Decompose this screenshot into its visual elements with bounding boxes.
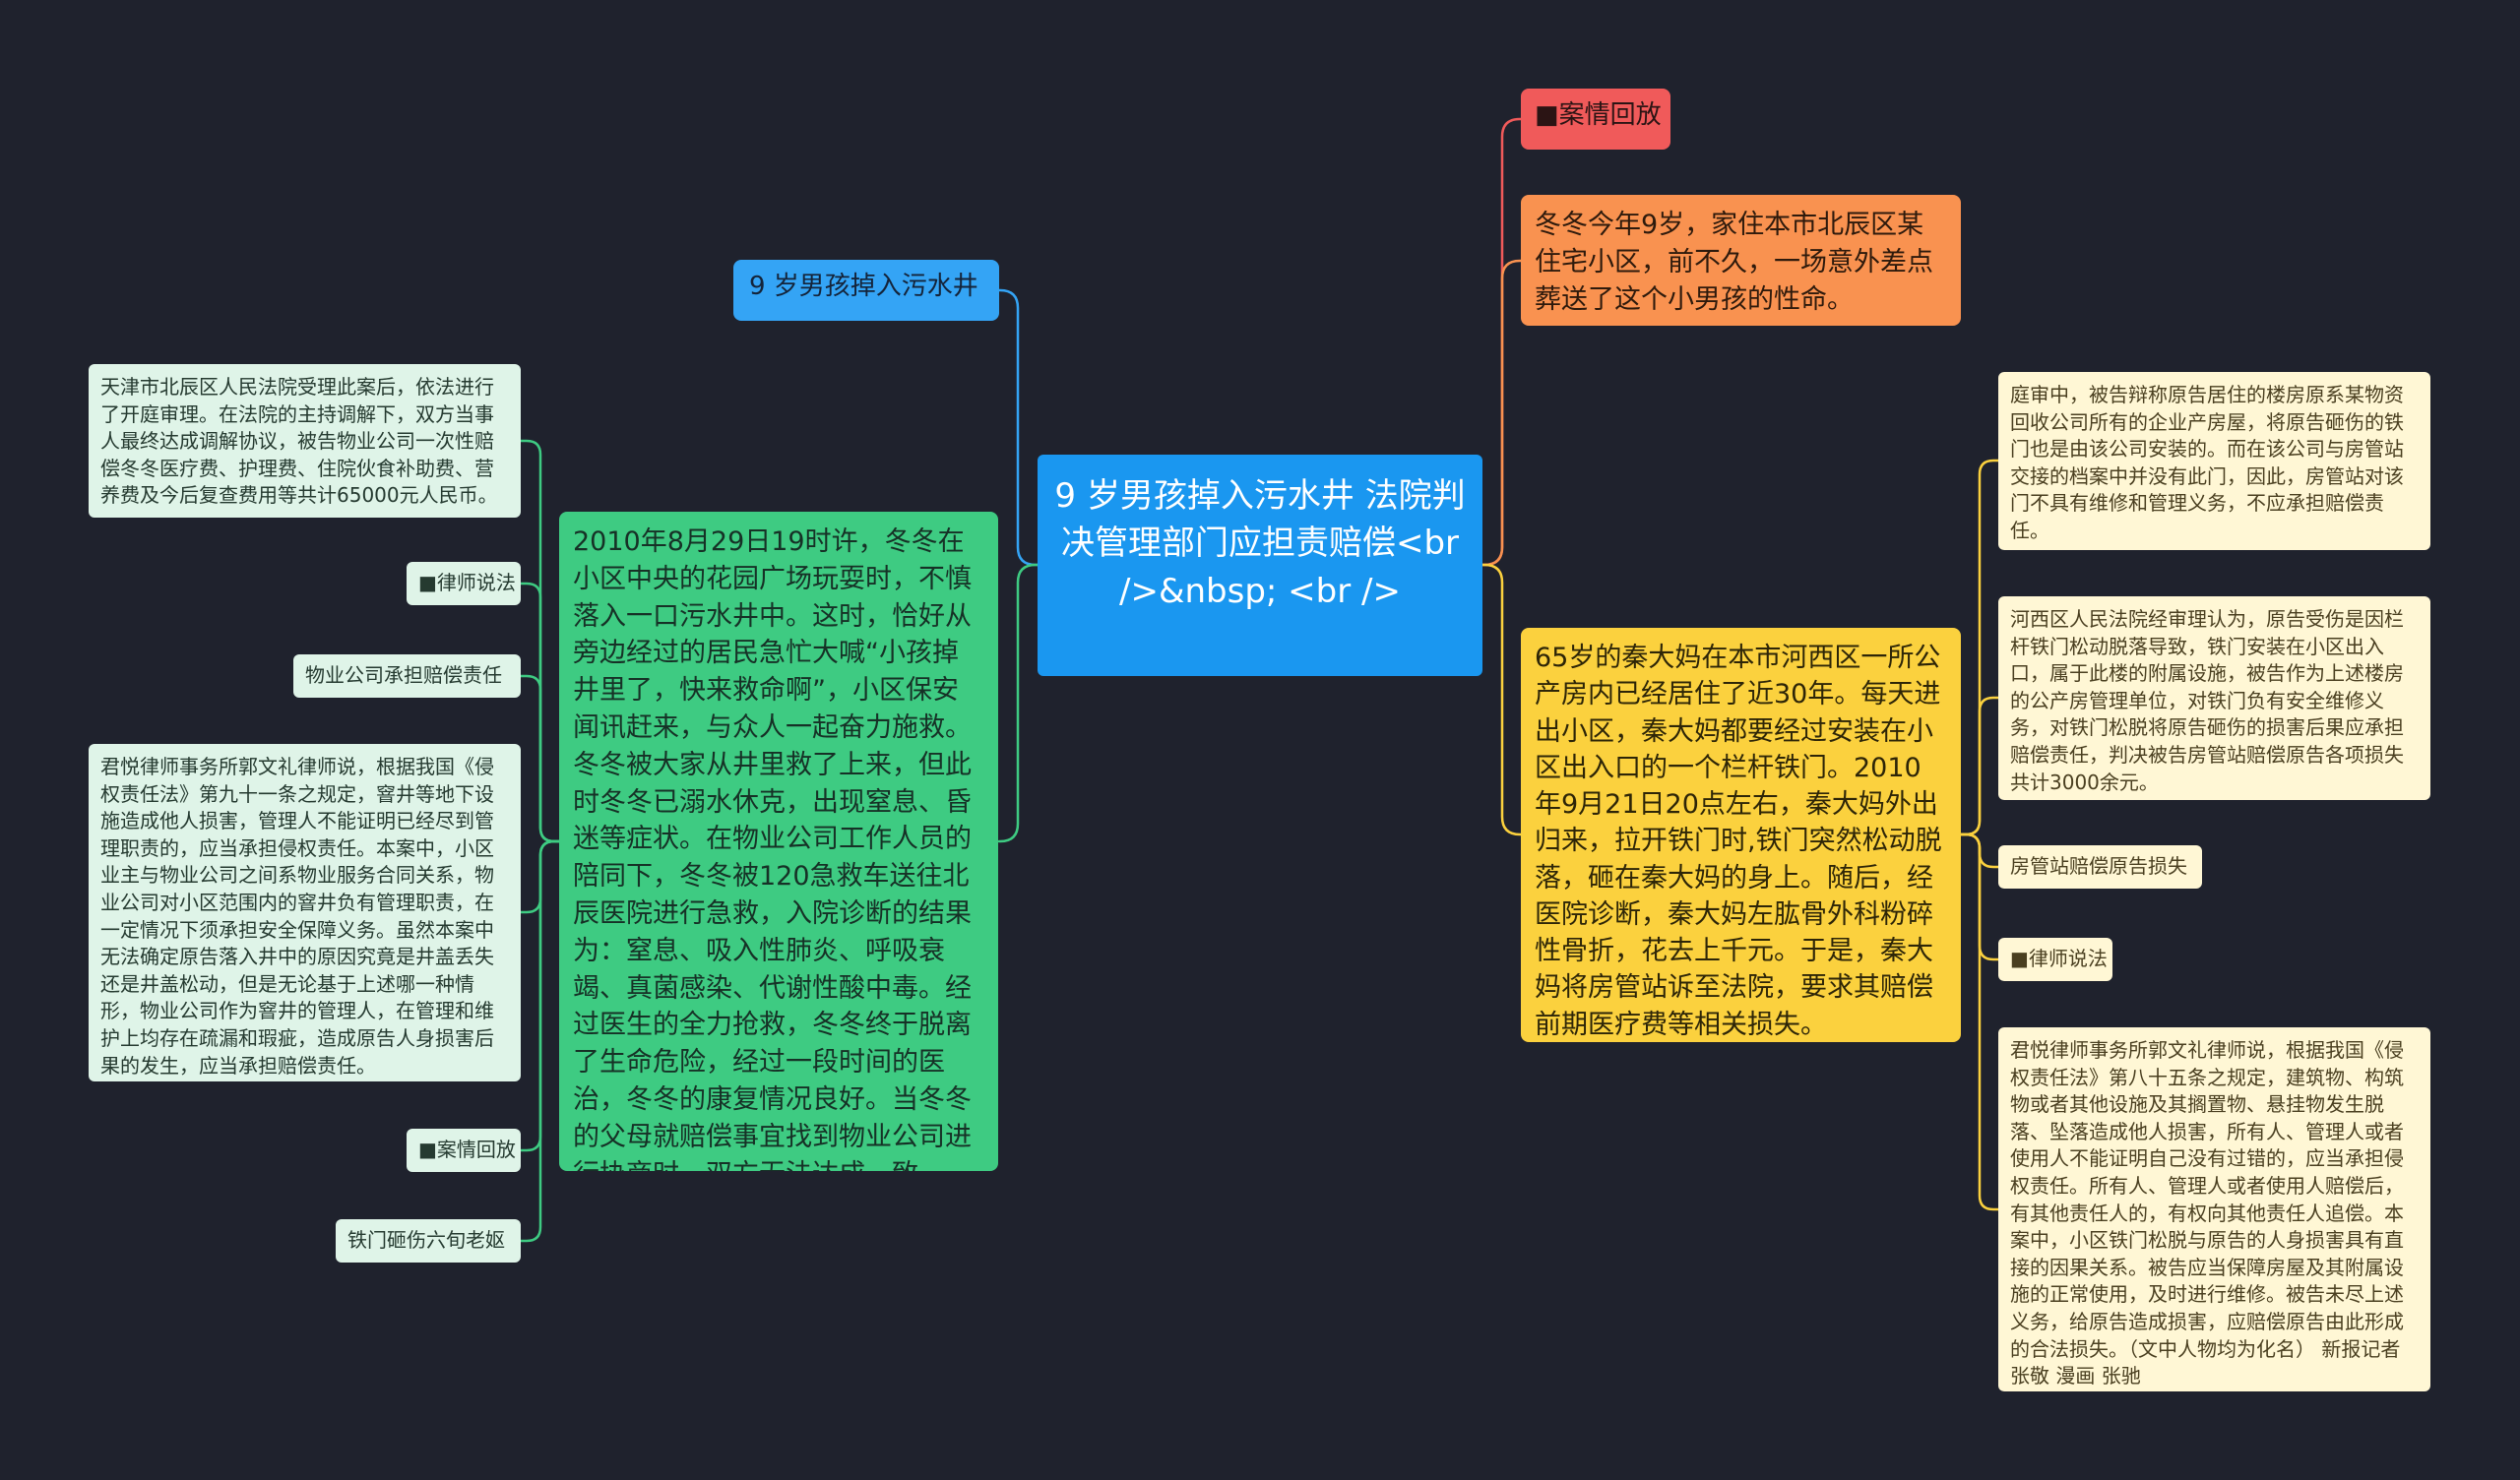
court-note-right[interactable]: 河西区人民法院经审理认为，原告受伤是因栏杆铁门松动脱落导致，铁门安装在小区出入口… (1998, 596, 2430, 800)
gate-injury-tag-left[interactable]: 铁门砸伤六旬老妪 (336, 1219, 521, 1263)
lawyer-text-right[interactable]: 君悦律师事务所郭文礼律师说，根据我国《侵权责任法》第八十五条之规定，建筑物、构筑… (1998, 1027, 2430, 1391)
link-story-liability-tag (519, 674, 561, 843)
link-central-dongdong (1480, 259, 1523, 567)
lawyer-tag-left[interactable]: ■律师说法 (407, 562, 521, 605)
court-note-left[interactable]: 天津市北辰区人民法院受理此案后，依法进行了开庭审理。在法院的主持调解下，双方当事… (89, 364, 521, 518)
central-topic[interactable]: 9 岁男孩掉入污水井 法院判决管理部门应担责赔偿<br />&nbsp; <br… (1038, 455, 1482, 676)
review-tag-right[interactable]: ■案情回放 (1521, 89, 1670, 150)
lawyer-tag-right[interactable]: ■律师说法 (1998, 938, 2112, 981)
link-central-story-left (997, 563, 1040, 843)
liability-tag-left[interactable]: 物业公司承担赔偿责任 (293, 654, 521, 698)
defense-note-right[interactable]: 庭审中，被告辩称原告居住的楼房原系某物资回收公司所有的企业产房屋，将原告砸伤的铁… (1998, 372, 2430, 550)
link-qin-court (1959, 696, 2000, 836)
qin-story-text[interactable]: 65岁的秦大妈在本市河西区一所公产房内已经居住了近30年。每天进出小区，秦大妈都… (1521, 628, 1961, 1042)
dongdong-intro-text[interactable]: 冬冬今年9岁，家住本市北辰区某住宅小区，前不久，一场意外差点葬送了这个小男孩的性… (1521, 195, 1961, 326)
lawyer-text-left[interactable]: 君悦律师事务所郭文礼律师说，根据我国《侵权责任法》第九十一条之规定，窨井等地下设… (89, 744, 521, 1081)
link-central-qin (1480, 563, 1523, 836)
link-story-gate-tag (519, 839, 561, 1243)
link-qin-lawyer-text (1959, 832, 2000, 1211)
review-tag-left[interactable]: ■案情回放 (407, 1129, 521, 1172)
topic-left-boy-in-well[interactable]: 9 岁男孩掉入污水井 (733, 260, 999, 321)
story-text-left[interactable]: 2010年8月29日19时许，冬冬在小区中央的花园广场玩耍时，不慎落入一口污水井… (559, 512, 998, 1171)
link-central-topic-left (997, 288, 1040, 567)
compensate-tag-right[interactable]: 房管站赔偿原告损失 (1998, 845, 2202, 889)
